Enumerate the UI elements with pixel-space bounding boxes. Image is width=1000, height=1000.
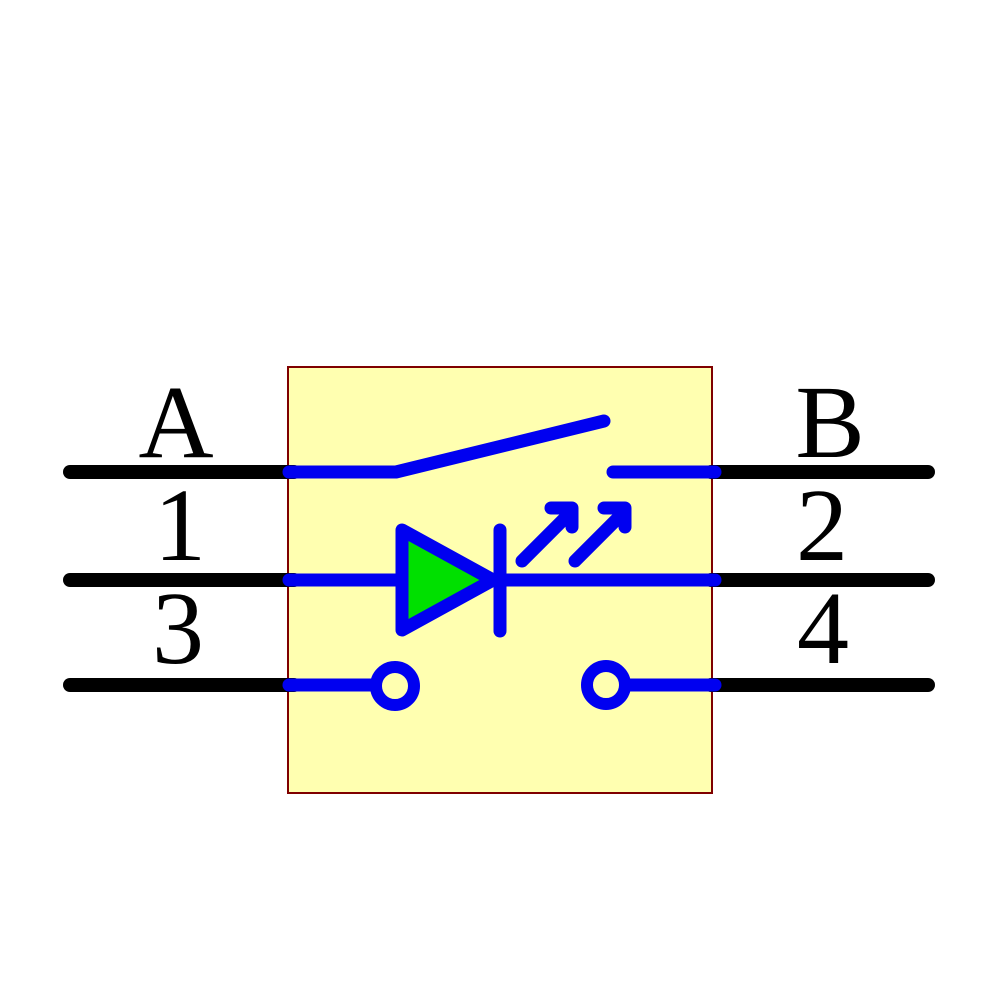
contact-terminal-left (370, 661, 420, 711)
light-arrow-2-head (597, 501, 632, 534)
light-arrow-1-shaft (515, 510, 573, 568)
led-anode-triangle (395, 523, 500, 637)
pin-label-4: 4 (797, 571, 849, 686)
open-contacts-symbol (282, 660, 722, 711)
pin-label-1: 1 (154, 468, 206, 583)
pin-label-a: A (138, 365, 213, 480)
light-emission-arrows (515, 501, 632, 568)
light-arrow-2-shaft (568, 510, 626, 568)
pin-label-b: B (795, 365, 864, 480)
pin-label-3: 3 (152, 571, 204, 686)
led-symbol (282, 501, 722, 638)
pin-labels: A B 1 2 3 4 (138, 365, 864, 686)
switch-lever (282, 414, 611, 479)
pin-wires (63, 465, 935, 692)
light-arrow-1-head (544, 501, 579, 534)
pin-label-2: 2 (796, 468, 848, 583)
open-switch-symbol (282, 414, 722, 479)
